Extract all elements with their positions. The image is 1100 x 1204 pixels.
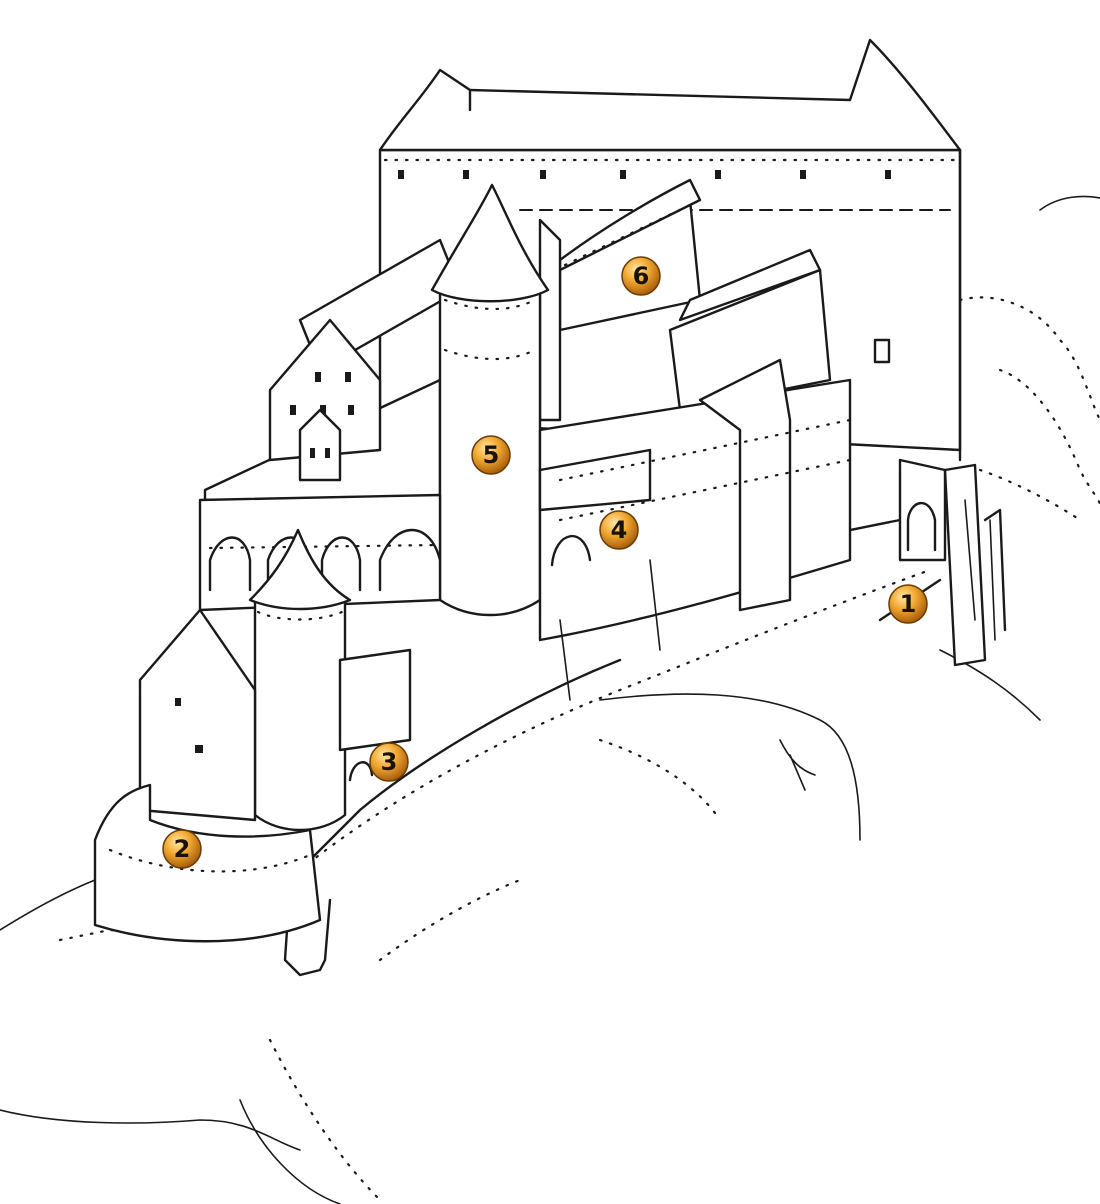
- marker-2: 2: [162, 829, 202, 869]
- arcade-wall: [198, 493, 442, 612]
- marker-3-label: 3: [381, 748, 398, 776]
- left-wing: [203, 238, 462, 502]
- marker-2-label: 2: [174, 835, 191, 863]
- curtain-wall: [538, 358, 852, 701]
- marker-5-label: 5: [483, 441, 500, 469]
- barbican-bastion: [93, 608, 322, 943]
- marker-1-label: 1: [900, 590, 917, 618]
- marker-4: 4: [599, 510, 639, 550]
- marker-6-label: 6: [633, 262, 650, 290]
- marker-5: 5: [471, 435, 511, 475]
- marker-4-label: 4: [611, 516, 628, 544]
- marker-3: 3: [369, 742, 409, 782]
- marker-1: 1: [888, 584, 928, 624]
- lower-round-tower: [248, 528, 412, 832]
- hill-terrain: [0, 195, 1100, 1204]
- right-gatehouse: [898, 458, 1007, 667]
- marker-6: 6: [621, 256, 661, 296]
